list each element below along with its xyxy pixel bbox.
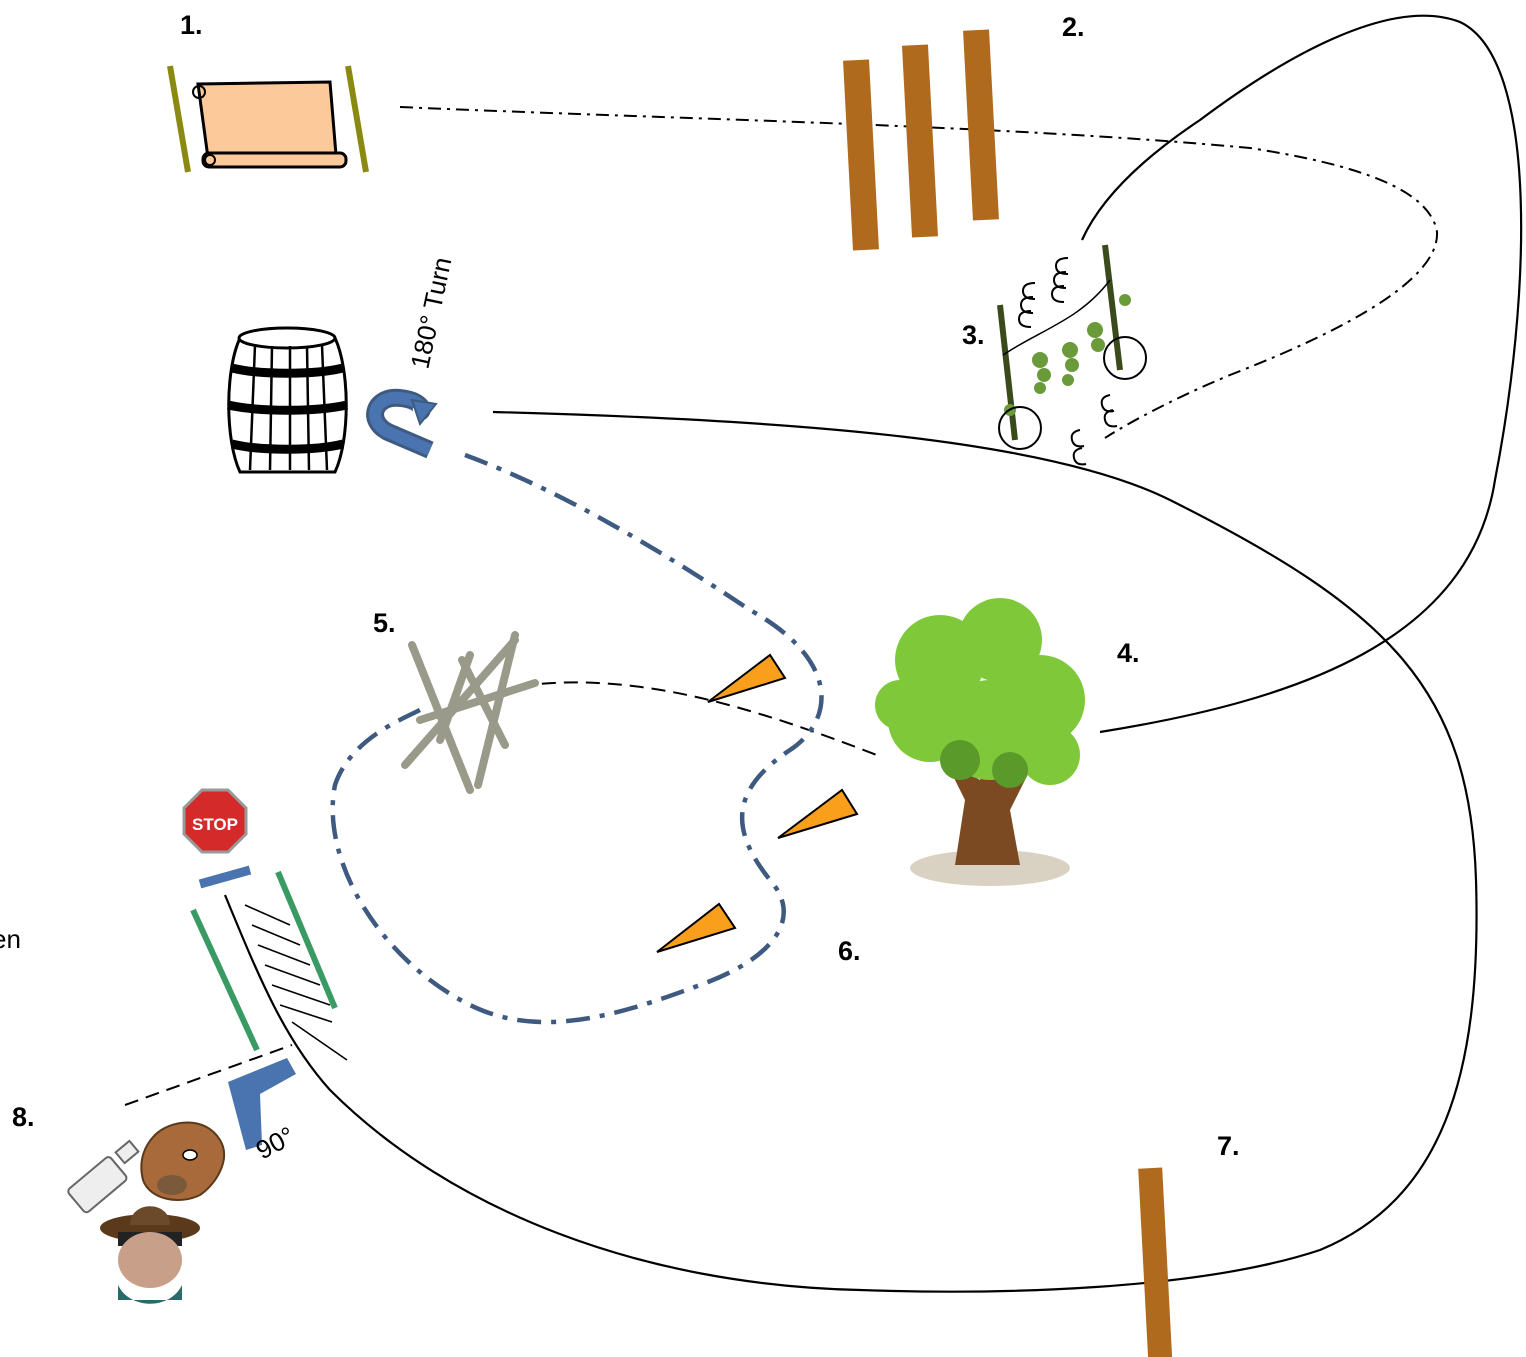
ground-pole-7 [1138, 1167, 1173, 1357]
route-loop-tree [1080, 14, 1523, 734]
tree-icon [875, 598, 1085, 886]
route-scroll-to-vines [399, 106, 1439, 439]
route-main-loop [223, 410, 1478, 1293]
cones [656, 653, 859, 953]
station-number-1: 1. [180, 10, 203, 40]
station-number-4: 4. [1117, 638, 1140, 668]
route-start-line [124, 1044, 293, 1106]
station-number-8: 8. [12, 1102, 35, 1132]
horse-icon [140, 1121, 226, 1201]
scroll-icon [196, 80, 338, 160]
bottle-icon [67, 1139, 140, 1214]
ground-poles [843, 29, 999, 251]
station-number-5: 5. [373, 608, 396, 638]
route-logs-to-tree [519, 681, 883, 758]
hanging-vines [997, 244, 1147, 466]
stop-sign-text: STOP [192, 815, 238, 834]
station-number-7: 7. [1217, 1131, 1240, 1161]
corner-marker-icon [228, 1058, 296, 1150]
turn-label: 180° Turn [405, 254, 458, 371]
cowboy-icon [100, 1206, 200, 1304]
cone-icon [656, 902, 737, 953]
crossed-logs [401, 631, 539, 794]
station-number-6: 6. [838, 936, 861, 966]
station-number-2: 2. [1062, 12, 1085, 42]
cutoff-text: en [0, 924, 21, 954]
route-serpentine [330, 452, 824, 1025]
route-lines [124, 14, 1523, 1293]
station-number-3: 3. [962, 320, 985, 350]
stop-sign-icon: STOP [182, 788, 248, 854]
u-turn-arrow-icon [366, 388, 438, 459]
cone-icon [777, 788, 859, 839]
start-chute [190, 865, 348, 1150]
cone-icon [707, 653, 787, 703]
barrel-icon [227, 326, 348, 474]
scroll-gate [167, 65, 369, 173]
